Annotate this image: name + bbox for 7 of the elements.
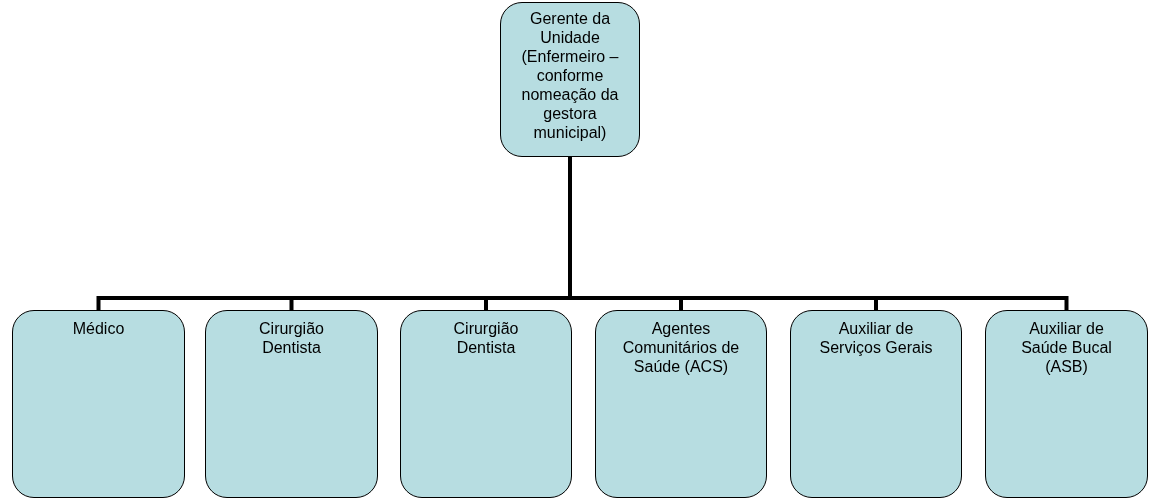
- role-box: Médico: [12, 310, 185, 498]
- role-box: Cirurgião Dentista: [400, 310, 572, 498]
- role-box: Agentes Comunitários de Saúde (ACS): [595, 310, 767, 498]
- manager-box: Gerente da Unidade (Enfermeiro – conforme nomeação da gestora municipal): [500, 2, 640, 157]
- role-box: Auxiliar de Saúde Bucal (ASB): [985, 310, 1148, 498]
- role-box: Auxiliar de Serviços Gerais: [790, 310, 962, 498]
- role-box: Cirurgião Dentista: [205, 310, 378, 498]
